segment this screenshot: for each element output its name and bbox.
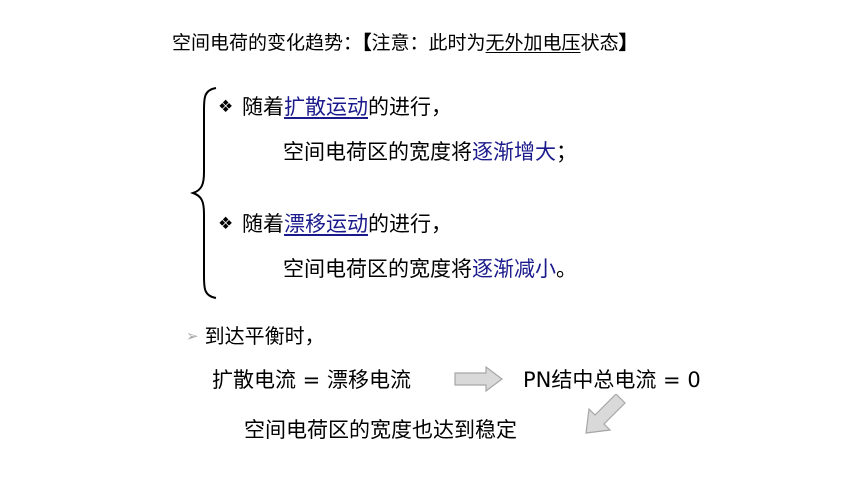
bullet-diffusion-detail: 空间电荷区的宽度将逐渐增大；	[283, 136, 577, 166]
note-bracket-open: 【	[362, 32, 372, 54]
diamond-bullet-icon: ❖	[218, 97, 234, 117]
equilibrium-heading: ➢ 到达平衡时，	[186, 320, 325, 349]
total-current-equation: PN结中总电流 = 0	[523, 368, 701, 392]
bullet-drift-detail: 空间电荷区的宽度将逐渐减小。	[283, 253, 577, 283]
note-underlined: 无外加电压	[485, 32, 581, 54]
down-left-arrow-icon	[585, 394, 626, 434]
note-end: 状态	[580, 32, 619, 54]
diamond-bullet-icon: ❖	[218, 214, 234, 234]
detail-start: 空间电荷区的宽度将	[283, 140, 472, 164]
current-balance-equation: 扩散电流 = 漂移电流	[212, 368, 411, 392]
arrow-bullet-icon: ➢	[186, 327, 199, 345]
note-bracket-close: 】	[618, 32, 638, 54]
note-start: 注意：此时为	[371, 32, 486, 54]
drift-link[interactable]: 漂移运动	[284, 212, 368, 236]
bullet-lead: 随着	[242, 212, 284, 236]
detail-emphasis: 逐渐增大	[472, 140, 556, 164]
detail-end: 。	[556, 257, 577, 281]
bullet-drift: ❖ 随着漂移运动的进行，	[218, 208, 452, 238]
bullet-tail: 的进行，	[368, 95, 452, 119]
detail-end: ；	[556, 140, 577, 164]
right-arrow-icon	[454, 366, 503, 392]
curly-brace-icon	[190, 87, 217, 299]
width-stable-statement: 空间电荷区的宽度也达到稳定	[244, 418, 517, 442]
detail-start: 空间电荷区的宽度将	[283, 257, 472, 281]
detail-emphasis: 逐渐减小	[472, 257, 556, 281]
bullet-lead: 随着	[242, 95, 284, 119]
bullet-diffusion: ❖ 随着扩散运动的进行，	[218, 91, 452, 121]
title-prefix: 空间电荷的变化趋势：	[172, 32, 363, 54]
slide-title: 空间电荷的变化趋势：【注意：此时为无外加电压状态】	[172, 28, 638, 55]
bullet-tail: 的进行，	[368, 212, 452, 236]
diffusion-link[interactable]: 扩散运动	[284, 95, 368, 119]
equilibrium-heading-text: 到达平衡时，	[204, 324, 325, 348]
